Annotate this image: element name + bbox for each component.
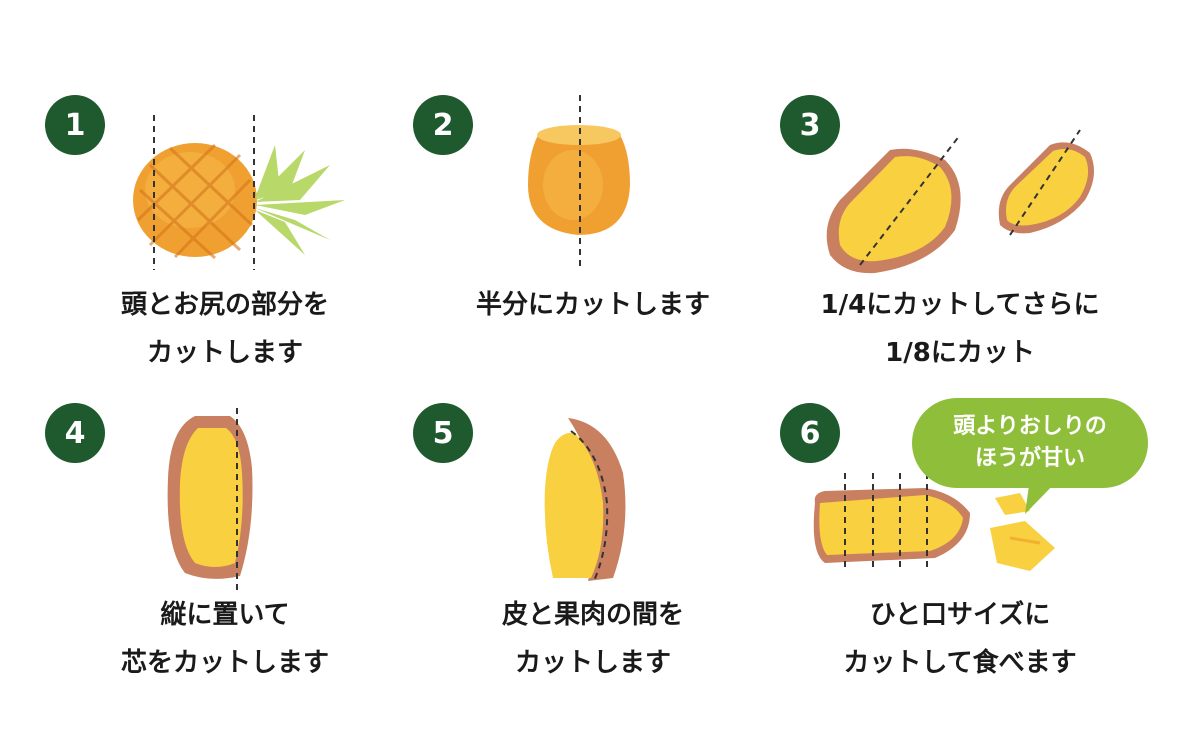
step-4: 4 縦に置いて 芯をカットします: [45, 403, 405, 723]
pineapple-wedge-icon: [167, 408, 253, 590]
bubble-line-1: 頭よりおしりの: [953, 414, 1107, 439]
step-2: 2 半分にカットします: [413, 95, 773, 415]
step-number-badge: 6: [780, 403, 840, 463]
step-caption: ひと口サイズに カットして食べます: [843, 600, 1077, 678]
speech-bubble-tail-icon: [1025, 478, 1060, 514]
step-number-badge: 3: [780, 95, 840, 155]
pineapple-half-icon: [528, 95, 630, 267]
step-3: 3 1/4にカットしてさらに 1/8にカット: [780, 95, 1140, 415]
step-caption: 1/4にカットしてさらに 1/8にカット: [820, 290, 1100, 368]
whole-pineapple-icon: [133, 115, 345, 270]
step-caption: 半分にカットします: [475, 290, 710, 320]
step-caption: 皮と果肉の間を カットします: [501, 600, 684, 678]
step-number-badge: 2: [413, 95, 473, 155]
pineapple-quarter-icon: [826, 129, 1094, 274]
step-caption: 縦に置いて 芯をカットします: [120, 600, 329, 678]
step-number-badge: 5: [413, 403, 473, 463]
tip-speech-bubble: 頭よりおしりの ほうが甘い: [912, 398, 1148, 488]
pineapple-flesh-icon: [544, 418, 626, 584]
step-5: 5 皮と果肉の間を カットします: [413, 403, 773, 723]
step-1: 1 頭とお尻の部分を カットします: [45, 95, 405, 415]
step-number-badge: 1: [45, 95, 105, 155]
pineapple-chunks-icon: [813, 473, 1055, 571]
step-number-badge: 4: [45, 403, 105, 463]
step-6: 6 ひと口サイズに カットして食べます: [780, 403, 1140, 723]
bubble-line-2: ほうが甘い: [974, 446, 1085, 471]
step-caption: 頭とお尻の部分を カットします: [120, 290, 329, 368]
